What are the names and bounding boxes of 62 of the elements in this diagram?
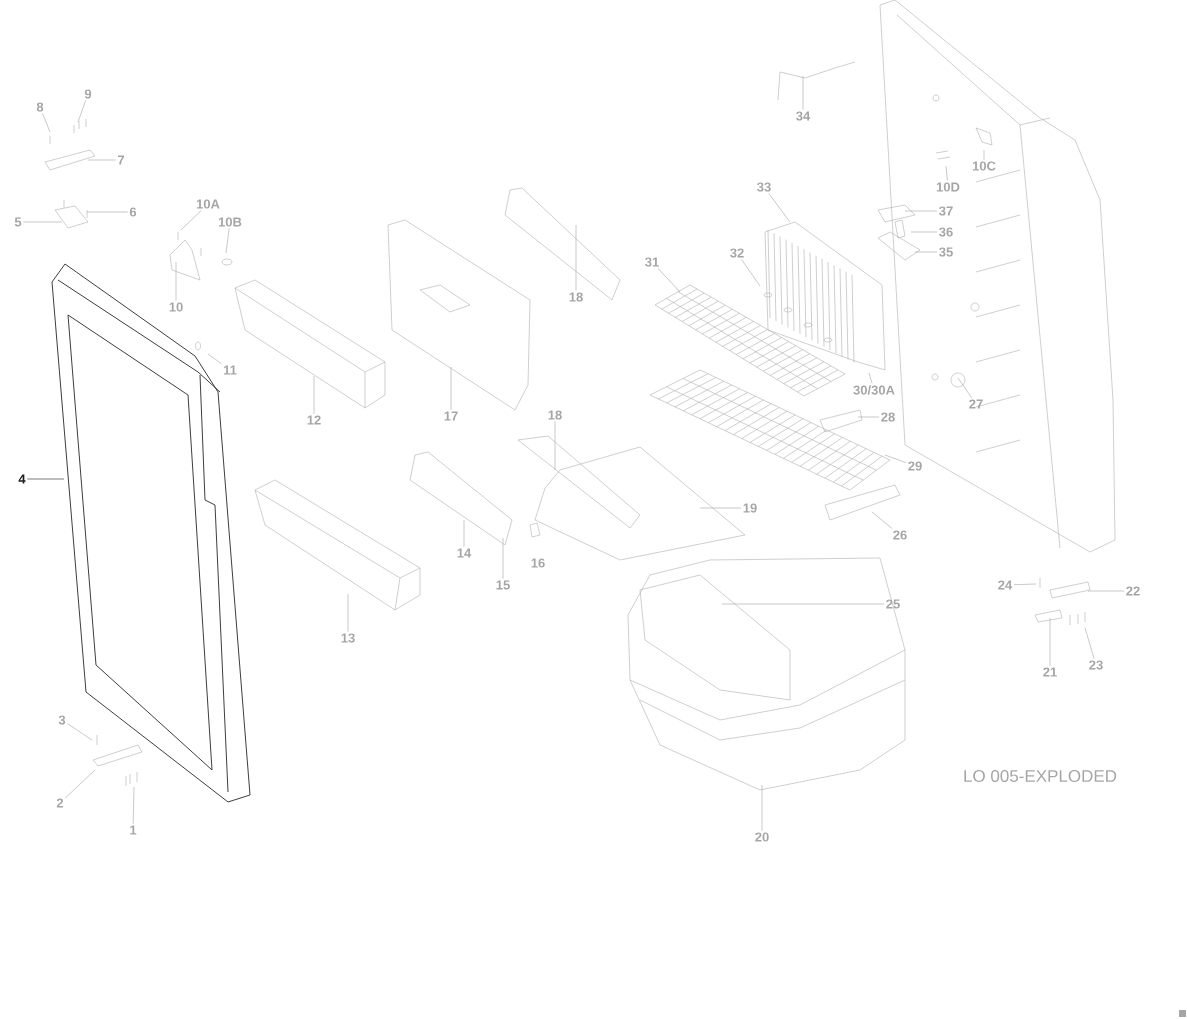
leader-line <box>1084 627 1095 659</box>
leader-line <box>871 511 893 529</box>
leader-line <box>657 268 681 293</box>
callout-number: 14 <box>457 548 472 558</box>
callout-number: 31 <box>645 257 659 267</box>
callout-number: 18 <box>569 292 583 302</box>
callout-number: 16 <box>531 558 545 568</box>
leader-line <box>27 478 65 480</box>
leader-line <box>945 165 948 181</box>
callout-number: 9 <box>84 89 92 99</box>
callout-number: 6 <box>129 207 137 217</box>
callout-number: 15 <box>496 580 510 590</box>
callout-number: 10D <box>936 182 960 192</box>
callout-number: 1 <box>130 825 137 835</box>
callout-number: 27 <box>969 399 983 409</box>
leader-line <box>180 210 202 231</box>
callout-number: 10B <box>218 217 242 227</box>
callout-number: 29 <box>908 461 922 471</box>
callout-number: 21 <box>1043 667 1057 677</box>
leader-line <box>957 377 972 399</box>
callout-number: 24 <box>998 580 1013 590</box>
callout-number: 23 <box>1089 660 1103 670</box>
drawing-code: LO 005-EXPLODED <box>964 770 1117 782</box>
callout-number: 12 <box>307 415 321 425</box>
callout-number: 10C <box>972 161 996 171</box>
callout-number: 8 <box>36 102 44 112</box>
leader-line <box>225 228 230 254</box>
callout-number: 26 <box>893 530 907 540</box>
leader-line <box>42 113 51 133</box>
callout-number: 10 <box>169 302 183 312</box>
leader-line <box>768 193 791 223</box>
leader-line <box>67 723 93 741</box>
callout-number: 35 <box>939 247 953 257</box>
callout-number: 10A <box>196 199 220 209</box>
callout-number: 4 <box>18 474 26 484</box>
leader-line <box>741 259 761 287</box>
callout-number: 7 <box>117 155 125 165</box>
callout-number: 32 <box>730 248 744 258</box>
callout-number: 30/30A <box>853 385 895 395</box>
leader-line <box>207 353 222 365</box>
callout-number: 22 <box>1126 586 1140 596</box>
callout-number: 28 <box>881 412 895 422</box>
callout-number: 36 <box>939 227 953 237</box>
callout-number: 19 <box>743 503 757 513</box>
callout-number: 2 <box>56 798 64 808</box>
callout-number: 37 <box>939 206 953 216</box>
callout-number: 3 <box>58 715 66 725</box>
callout-number: 33 <box>757 182 771 192</box>
leader-line <box>884 454 907 464</box>
leader-line <box>1013 583 1037 585</box>
callout-number: 18 <box>548 410 562 420</box>
leader-line <box>868 372 873 384</box>
callout-number: 11 <box>223 365 237 375</box>
callout-number: 20 <box>755 832 769 842</box>
callout-number: 17 <box>444 411 458 421</box>
leader-line <box>132 786 135 825</box>
leader-line <box>77 100 87 123</box>
callout-number: 25 <box>886 599 900 609</box>
callout-number: 13 <box>341 633 355 643</box>
callout-number: 5 <box>14 217 22 227</box>
callout-number: 34 <box>796 111 811 121</box>
leader-line <box>65 769 96 799</box>
